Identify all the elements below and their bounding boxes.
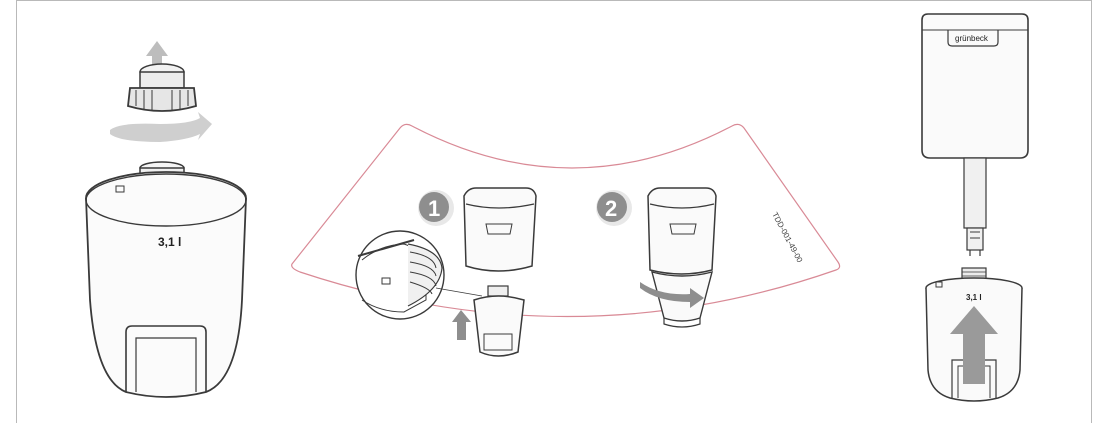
step-1-badge: 1 [418, 190, 454, 226]
probe-rod [964, 158, 986, 256]
step-1-lid [464, 188, 536, 271]
step-1-number: 1 [428, 196, 440, 221]
center-panel: 1 [292, 124, 840, 356]
step-1-up-arrow-icon [452, 310, 471, 340]
screw-cap [128, 64, 196, 111]
step-2-number: 2 [605, 196, 617, 221]
brand-label: grünbeck [955, 34, 989, 43]
rotate-arrow-icon [110, 112, 212, 142]
cartridge-bottle [86, 172, 246, 397]
step-2-badge: 2 [596, 190, 632, 226]
upper-housing: grünbeck [922, 14, 1028, 158]
right-volume-label: 3,1 l [966, 293, 982, 302]
left-panel: 3,1 l [86, 41, 246, 397]
right-panel: grünbeck 3,1 l [922, 14, 1028, 401]
left-volume-label: 3,1 l [158, 235, 181, 249]
